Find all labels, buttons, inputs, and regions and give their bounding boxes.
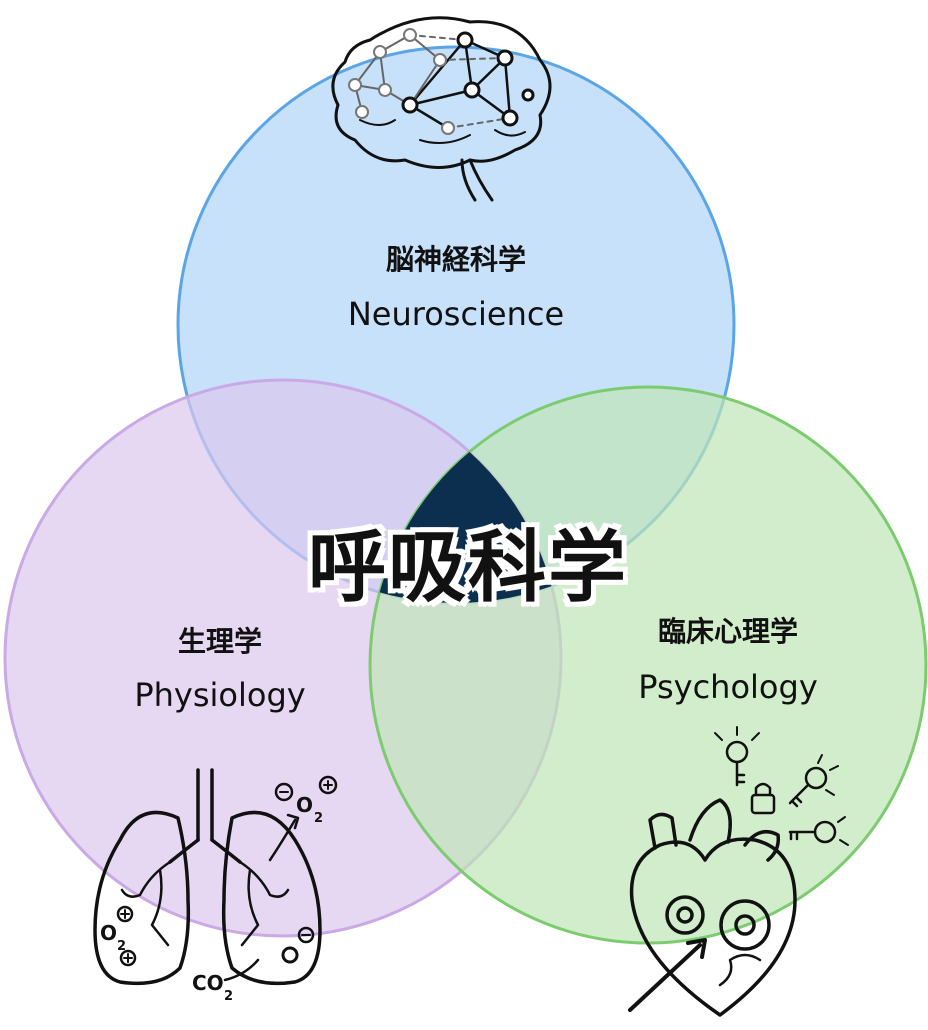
o2-sub-top: 2 bbox=[314, 811, 323, 826]
o2-label-left: O bbox=[100, 921, 117, 945]
center-title: 呼吸科学 bbox=[306, 522, 629, 615]
psychology-label-en: Psychology bbox=[638, 668, 818, 706]
lungs-gas-labels: O 2 O 2 CO 2 bbox=[100, 793, 323, 1004]
neuroscience-label-jp: 脳神経科学 bbox=[385, 243, 527, 276]
lungs-icon bbox=[93, 768, 338, 986]
physiology-label-en: Physiology bbox=[134, 676, 306, 714]
co2-label: CO bbox=[192, 971, 224, 995]
neuroscience-label-en: Neuroscience bbox=[347, 295, 565, 333]
o2-label-top: O bbox=[296, 793, 313, 817]
heart-gears-icon bbox=[628, 726, 849, 1017]
physiology-label-jp: 生理学 bbox=[177, 625, 263, 658]
o2-sub-left: 2 bbox=[117, 939, 126, 954]
center-intersection bbox=[370, 387, 561, 603]
co2-sub: 2 bbox=[224, 989, 233, 1004]
psychology-label-jp: 臨床心理学 bbox=[657, 615, 799, 648]
brain-network-icon bbox=[331, 16, 552, 202]
